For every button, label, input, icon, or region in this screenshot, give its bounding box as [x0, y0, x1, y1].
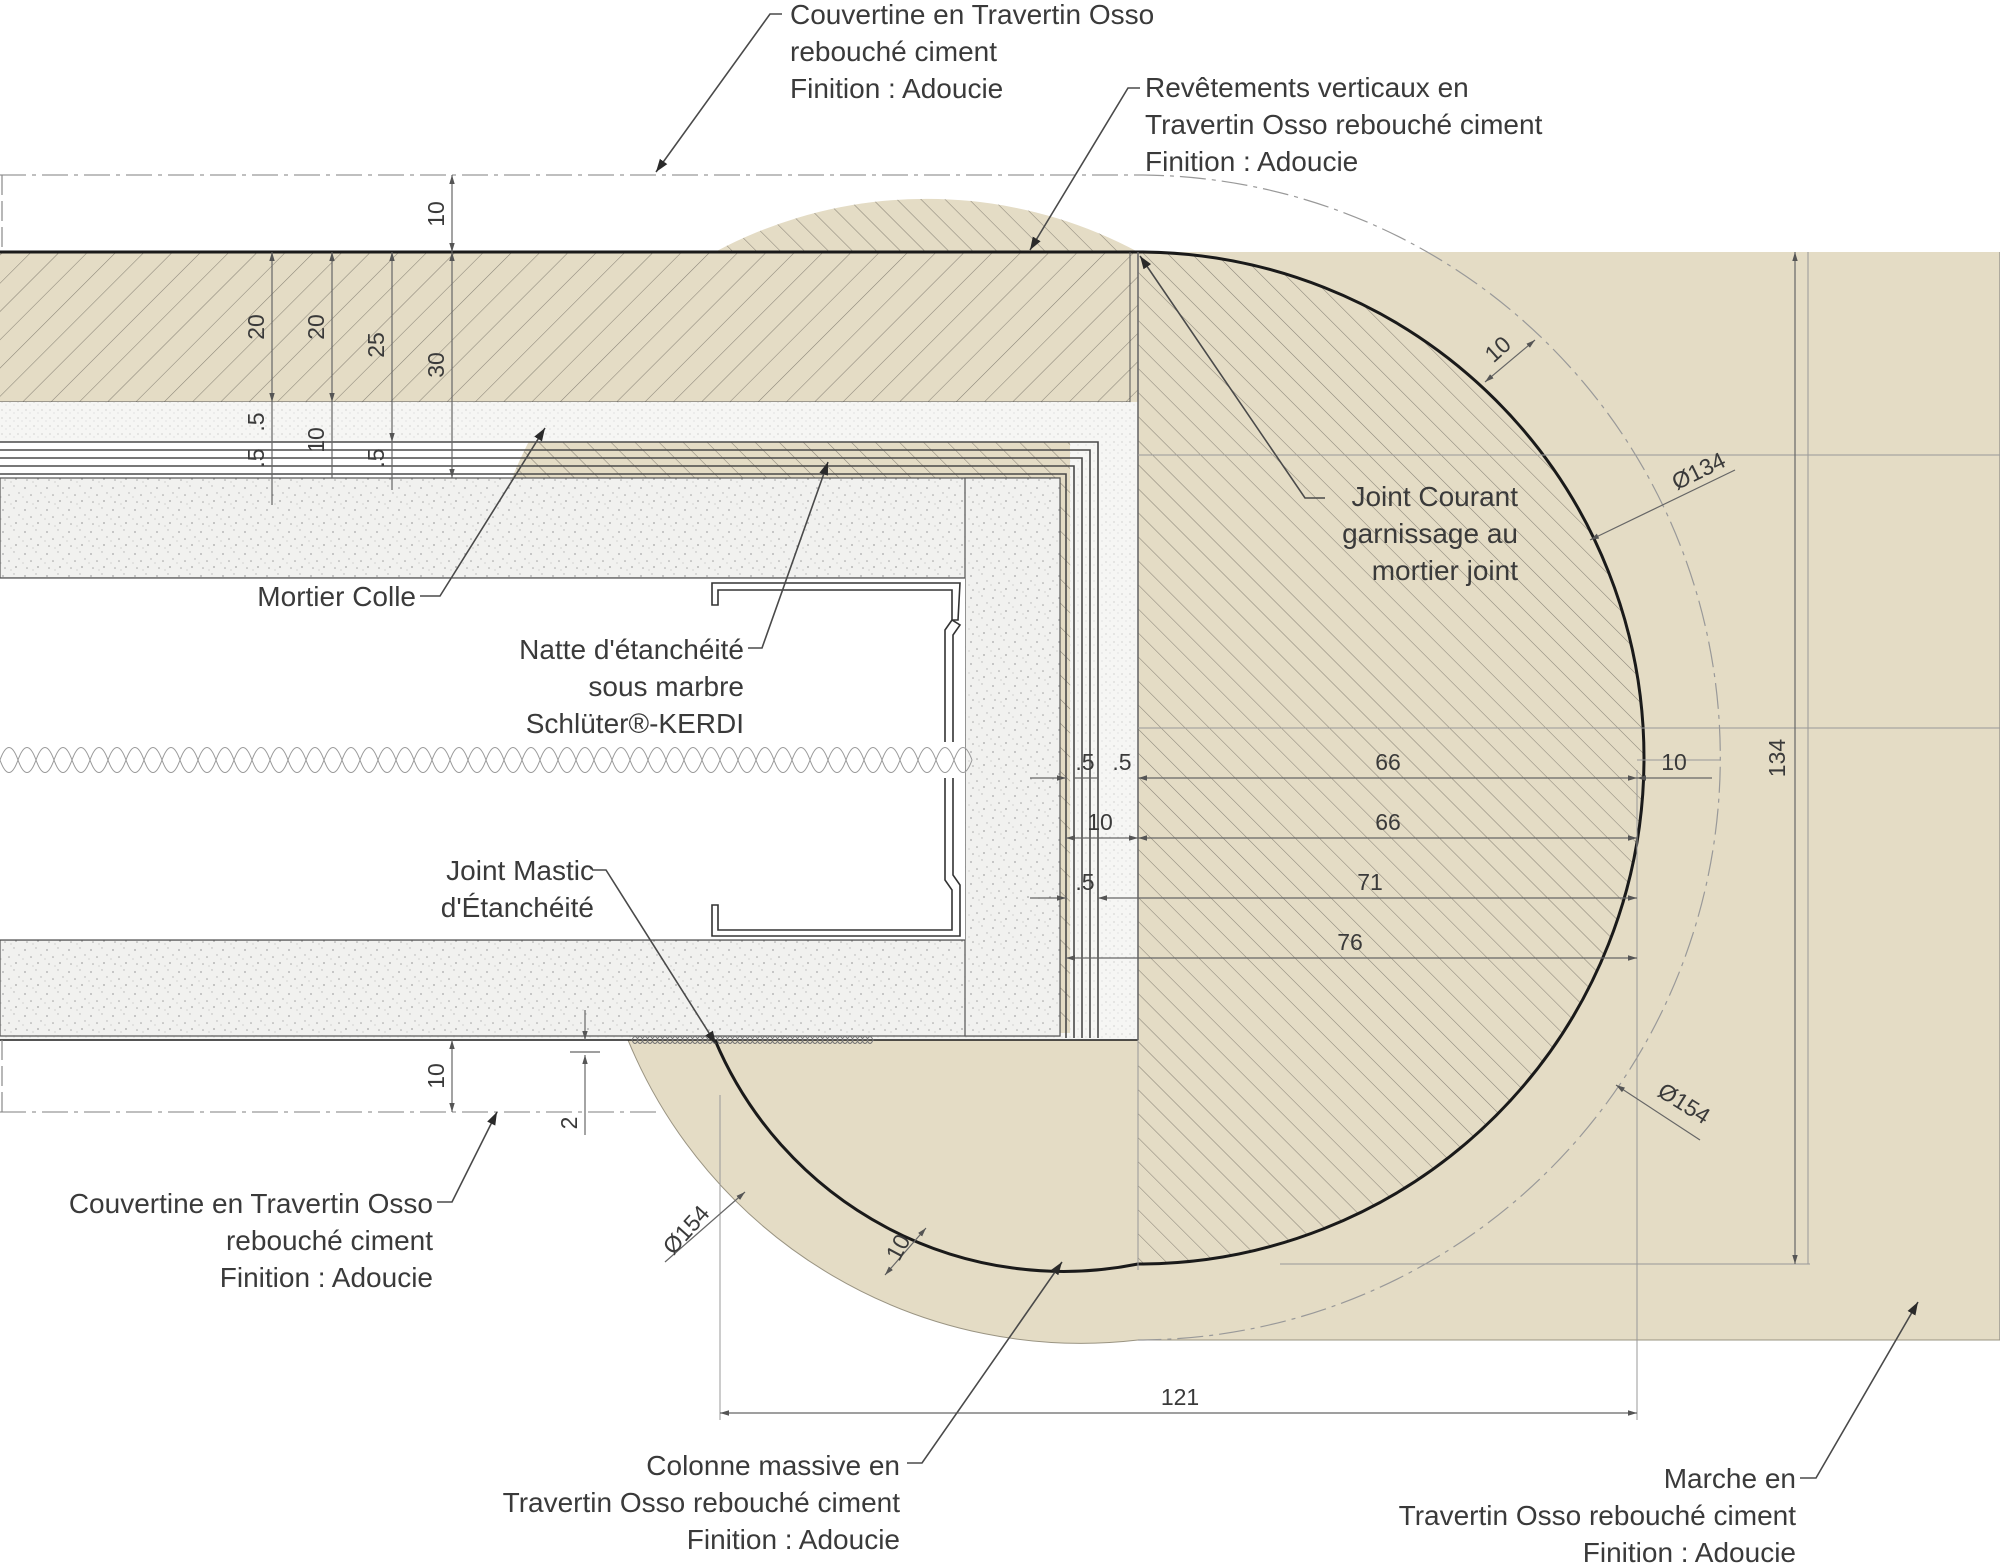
svg-text:Finition : Adoucie: Finition : Adoucie [220, 1262, 433, 1293]
svg-text:121: 121 [1161, 1384, 1199, 1410]
label-mortier-colle: Mortier Colle [257, 581, 416, 612]
svg-text:Finition : Adoucie: Finition : Adoucie [1583, 1537, 1796, 1565]
svg-text:Travertin Osso rebouché ciment: Travertin Osso rebouché ciment [1399, 1500, 1797, 1531]
svg-text:rebouché ciment: rebouché ciment [226, 1225, 433, 1256]
svg-text:.5: .5 [1112, 749, 1131, 775]
label-joint-mastic: Joint Mastic d'Étanchéité [441, 855, 594, 923]
svg-text:10: 10 [1087, 809, 1113, 835]
svg-text:.5: .5 [1075, 869, 1094, 895]
svg-text:Travertin Osso rebouché ciment: Travertin Osso rebouché ciment [503, 1487, 901, 1518]
label-couvertine-bottom: Couvertine en Travertin Osso rebouché ci… [69, 1188, 433, 1293]
natte-etancheite [0, 441, 1099, 1038]
svg-text:d'Étanchéité: d'Étanchéité [441, 892, 594, 923]
svg-text:mortier joint: mortier joint [1372, 555, 1518, 586]
svg-text:30: 30 [423, 352, 449, 378]
svg-text:Couvertine en Travertin Osso: Couvertine en Travertin Osso [790, 0, 1154, 30]
svg-text:10: 10 [1661, 749, 1687, 775]
svg-text:10: 10 [423, 1063, 449, 1089]
svg-text:Finition : Adoucie: Finition : Adoucie [1145, 146, 1358, 177]
svg-text:134: 134 [1764, 739, 1790, 778]
svg-text:25: 25 [363, 332, 389, 358]
svg-text:76: 76 [1337, 929, 1363, 955]
svg-text:Mortier Colle: Mortier Colle [257, 581, 416, 612]
svg-text:Marche en: Marche en [1664, 1463, 1796, 1494]
svg-text:2: 2 [556, 1117, 582, 1130]
label-joint-courant: Joint Courant garnissage au mortier join… [1342, 481, 1518, 586]
label-marche: Marche en Travertin Osso rebouché ciment… [1399, 1463, 1797, 1565]
svg-text:10: 10 [423, 201, 449, 227]
c-profile [711, 582, 962, 937]
label-colonne: Colonne massive en Travertin Osso rebouc… [503, 1450, 901, 1555]
svg-text:.5: .5 [1075, 749, 1094, 775]
svg-text:66: 66 [1375, 749, 1401, 775]
label-couvertine-top: Couvertine en Travertin Osso rebouché ci… [790, 0, 1154, 104]
svg-text:Colonne massive en: Colonne massive en [646, 1450, 900, 1481]
svg-text:Finition : Adoucie: Finition : Adoucie [790, 73, 1003, 104]
svg-text:sous marbre: sous marbre [588, 671, 744, 702]
construction-lines [0, 174, 2000, 1420]
svg-text:.5: .5 [243, 448, 269, 467]
svg-text:Ø154: Ø154 [658, 1200, 715, 1259]
svg-text:66: 66 [1375, 809, 1401, 835]
svg-text:Natte d'étanchéité: Natte d'étanchéité [519, 634, 744, 665]
svg-text:Couvertine en Travertin Osso: Couvertine en Travertin Osso [69, 1188, 433, 1219]
joint-mastic-seal [631, 1036, 874, 1044]
svg-text:.5: .5 [363, 448, 389, 467]
colonne-outline [713, 250, 1646, 1273]
svg-text:20: 20 [303, 314, 329, 340]
leader-lines [420, 13, 1919, 1479]
label-natte: Natte d'étanchéité sous marbre Schlüter®… [519, 634, 744, 739]
couvertine-top-slab [0, 250, 1138, 403]
svg-text:20: 20 [243, 314, 269, 340]
svg-text:Joint Mastic: Joint Mastic [446, 855, 594, 886]
label-revetements: Revêtements verticaux en Travertin Osso … [1145, 72, 1543, 177]
svg-text:Schlüter®-KERDI: Schlüter®-KERDI [526, 708, 744, 739]
svg-text:71: 71 [1357, 869, 1383, 895]
svg-text:Finition : Adoucie: Finition : Adoucie [687, 1524, 900, 1555]
svg-text:garnissage au: garnissage au [1342, 518, 1518, 549]
svg-text:rebouché ciment: rebouché ciment [790, 36, 997, 67]
dimension-lines [269, 175, 1798, 1416]
svg-text:Travertin Osso rebouché ciment: Travertin Osso rebouché ciment [1145, 109, 1543, 140]
svg-text:Revêtements verticaux en: Revêtements verticaux en [1145, 72, 1469, 103]
svg-text:.5: .5 [243, 412, 269, 431]
svg-text:Joint Courant: Joint Courant [1351, 481, 1518, 512]
svg-text:10: 10 [303, 427, 329, 453]
isolation-batting [0, 742, 973, 778]
